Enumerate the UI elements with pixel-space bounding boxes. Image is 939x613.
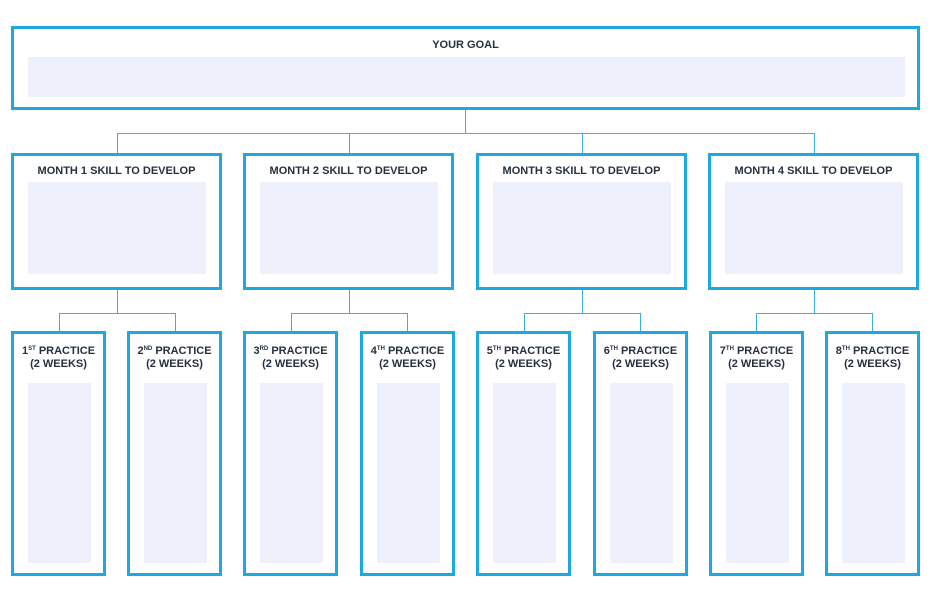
month-2-label: MONTH 2 SKILL TO DEVELOP — [269, 165, 428, 177]
connector-month-4-drop — [814, 133, 815, 153]
practice-1-input-area[interactable] — [28, 383, 91, 563]
connector-month-2-drop — [349, 133, 350, 153]
practice-3-duration: (2 WEEKS) — [262, 358, 319, 370]
connector-month-1-drop — [117, 133, 118, 153]
connector-practice-8-drop — [872, 313, 873, 331]
month-3-input-area[interactable] — [493, 182, 671, 274]
practice-4-duration: (2 WEEKS) — [379, 358, 436, 370]
connector-month-3-stem — [582, 289, 583, 313]
connector-practice-4-drop — [407, 313, 408, 331]
connector-month-2-bar — [291, 313, 408, 314]
connector-month-4-bar — [756, 313, 873, 314]
connector-month-1-bar — [59, 313, 176, 314]
practice-6-input-area[interactable] — [610, 383, 673, 563]
practice-6-duration: (2 WEEKS) — [612, 358, 669, 370]
month-2-box: MONTH 2 SKILL TO DEVELOP — [243, 153, 454, 290]
goal-input-area[interactable] — [28, 57, 905, 97]
month-3-box: MONTH 3 SKILL TO DEVELOP — [476, 153, 687, 290]
practice-2-duration: (2 WEEKS) — [146, 358, 203, 370]
connector-month-3-drop — [582, 133, 583, 153]
connector-goal-bar — [117, 133, 815, 134]
practice-8-box: 8TH PRACTICE (2 WEEKS) — [825, 331, 920, 576]
connector-practice-2-drop — [175, 313, 176, 331]
month-3-label: MONTH 3 SKILL TO DEVELOP — [502, 165, 661, 177]
practice-4-input-area[interactable] — [377, 383, 440, 563]
practice-6-label: 6TH PRACTICE — [603, 345, 678, 357]
practice-8-duration: (2 WEEKS) — [844, 358, 901, 370]
practice-6-box: 6TH PRACTICE (2 WEEKS) — [593, 331, 688, 576]
practice-5-label: 5TH PRACTICE — [486, 345, 561, 357]
connector-month-3-bar — [524, 313, 641, 314]
practice-5-duration: (2 WEEKS) — [495, 358, 552, 370]
practice-2-box: 2ND PRACTICE (2 WEEKS) — [127, 331, 222, 576]
connector-month-2-stem — [349, 289, 350, 313]
month-1-input-area[interactable] — [28, 182, 206, 274]
practice-5-box: 5TH PRACTICE (2 WEEKS) — [476, 331, 571, 576]
connector-practice-6-drop — [640, 313, 641, 331]
connector-month-4-stem — [814, 289, 815, 313]
connector-practice-5-drop — [524, 313, 525, 331]
practice-3-label: 3RD PRACTICE — [253, 345, 328, 357]
practice-1-duration: (2 WEEKS) — [30, 358, 87, 370]
month-4-input-area[interactable] — [725, 182, 903, 274]
practice-2-input-area[interactable] — [144, 383, 207, 563]
month-4-label: MONTH 4 SKILL TO DEVELOP — [734, 165, 893, 177]
practice-3-box: 3RD PRACTICE (2 WEEKS) — [243, 331, 338, 576]
practice-8-label: 8TH PRACTICE — [835, 345, 910, 357]
goal-box: YOUR GOAL — [11, 26, 920, 110]
practice-1-box: 1ST PRACTICE (2 WEEKS) — [11, 331, 106, 576]
connector-month-1-stem — [117, 289, 118, 313]
practice-2-label: 2ND PRACTICE — [137, 345, 212, 357]
practice-5-input-area[interactable] — [493, 383, 556, 563]
practice-4-box: 4TH PRACTICE (2 WEEKS) — [360, 331, 455, 576]
practice-3-input-area[interactable] — [260, 383, 323, 563]
practice-8-input-area[interactable] — [842, 383, 905, 563]
month-1-label: MONTH 1 SKILL TO DEVELOP — [37, 165, 196, 177]
connector-goal-stem — [465, 109, 466, 133]
connector-practice-7-drop — [756, 313, 757, 331]
practice-7-label: 7TH PRACTICE — [719, 345, 794, 357]
practice-7-input-area[interactable] — [726, 383, 789, 563]
practice-7-duration: (2 WEEKS) — [728, 358, 785, 370]
practice-1-label: 1ST PRACTICE — [21, 345, 96, 357]
connector-practice-3-drop — [291, 313, 292, 331]
month-4-box: MONTH 4 SKILL TO DEVELOP — [708, 153, 919, 290]
month-1-box: MONTH 1 SKILL TO DEVELOP — [11, 153, 222, 290]
practice-4-label: 4TH PRACTICE — [370, 345, 445, 357]
practice-7-box: 7TH PRACTICE (2 WEEKS) — [709, 331, 804, 576]
connector-practice-1-drop — [59, 313, 60, 331]
month-2-input-area[interactable] — [260, 182, 438, 274]
goal-label: YOUR GOAL — [432, 39, 499, 51]
